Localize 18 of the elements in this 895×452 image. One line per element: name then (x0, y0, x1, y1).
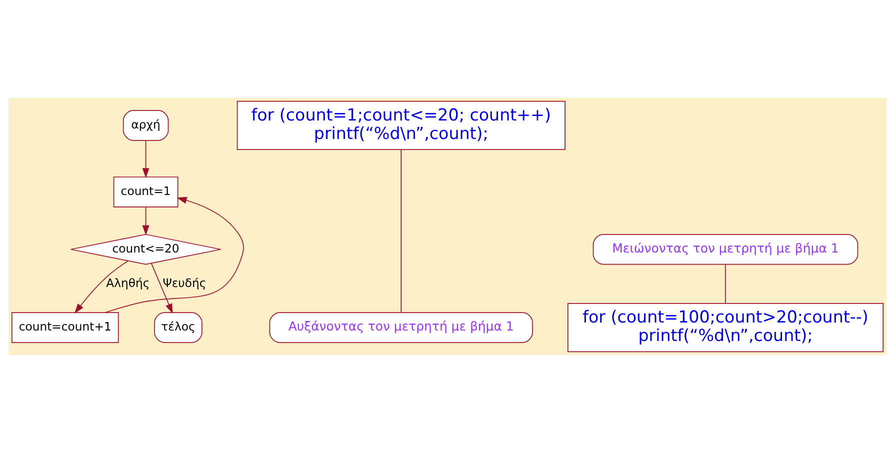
node-box: for (count=1;count<=20; count++) printf(“%d\n”,count); (236, 100, 566, 150)
edge-label: Αληθής (106, 275, 150, 290)
edge-label: Ψευδής (162, 275, 206, 290)
node-diamond: count<=20 (70, 233, 222, 264)
node-box: count=count+1 (11, 312, 119, 342)
node-box: Μειώνοντας τον μετρητή με βήμα 1 (592, 233, 858, 264)
arrow (104, 196, 244, 312)
arrow (142, 206, 150, 235)
node-box: Αυξάνοντας τον μετρητή με βήμα 1 (269, 312, 533, 342)
arrow (142, 140, 150, 178)
connector (725, 264, 726, 304)
arrow (74, 260, 128, 313)
connector (400, 148, 402, 312)
arrow (151, 262, 173, 314)
node-box: τέλος (154, 312, 202, 342)
node-box: αρχή (122, 110, 169, 140)
node-box: for (count=100;count>20;count--) printf(“%d\n”,count); (567, 302, 884, 352)
node-box: count=1 (113, 176, 178, 207)
